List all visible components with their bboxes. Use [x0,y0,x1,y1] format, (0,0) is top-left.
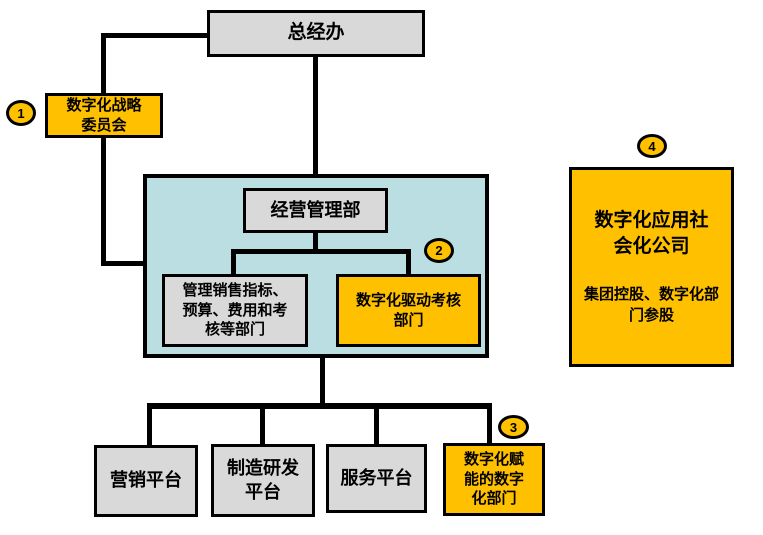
badge-2-digital-driven-assessment-dept: 2 [424,238,454,263]
node-gm-office: 总经办 [207,10,425,57]
connector-group-to-platforms-vertical [320,355,325,406]
connector-split-left-drop [231,249,236,276]
connector-gm-to-group-vertical [313,55,318,177]
connector-committee-vertical [101,33,106,266]
digital-application-company-subtitle: 集团控股、数字化部 门参股 [583,286,719,324]
node-digital-strategy-committee: 数字化战略 委员会 [45,93,163,138]
digital-application-company-title: 数字化应用社 会化公司 [594,210,709,257]
node-sales-budget-assessment-depts: 管理销售指标、 预算、费用和考 核等部门 [162,274,308,347]
connector-platforms-horizontal [147,403,492,409]
node-marketing-platform: 营销平台 [94,445,198,517]
badge-3-digital-enabled-digital-dept: 3 [498,415,529,439]
node-digital-enabled-digital-dept: 数字化赋 能的数字 化部门 [443,443,545,516]
node-digital-driven-assessment-dept: 数字化驱动考核 部门 [336,274,481,347]
connector-gm-to-committee-horizontal [101,33,207,38]
connector-service-drop [374,403,379,445]
connector-committee-to-group-horizontal [101,261,146,266]
node-operations-management-dept: 经营管理部 [243,188,388,233]
connector-enabled-dept-drop [487,403,492,444]
connector-ops-dept-vertical [313,231,318,253]
badge-1-digital-strategy-committee: 1 [6,100,36,126]
connector-ops-split-horizontal [231,249,411,254]
badge-4-digital-application-company: 4 [637,134,667,158]
connector-manufacturing-drop [260,403,265,445]
node-service-platform: 服务平台 [326,444,427,513]
node-digital-application-company: 数字化应用社 会化公司 集团控股、数字化部 门参股 [569,167,734,367]
connector-split-right-drop [406,249,411,276]
connector-marketing-drop [147,403,152,446]
node-manufacturing-rd-platform: 制造研发 平台 [211,444,315,517]
